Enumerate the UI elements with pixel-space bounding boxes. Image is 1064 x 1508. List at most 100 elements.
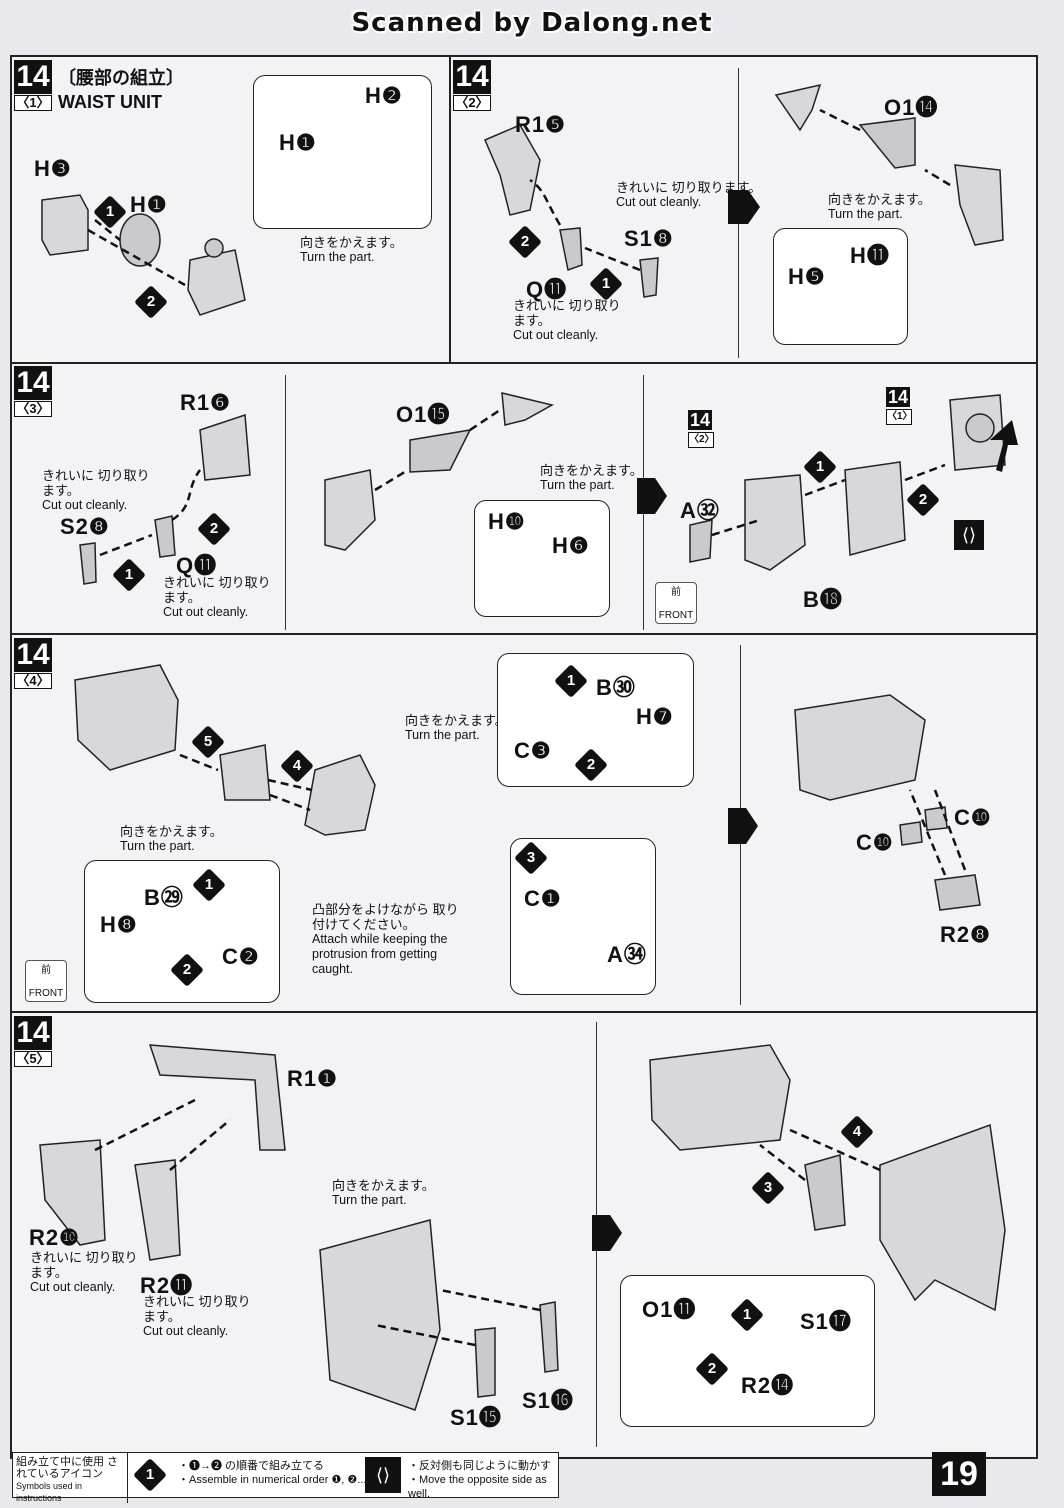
step-marker-1: 1 <box>112 558 146 592</box>
section-title-en: WAIST UNIT <box>58 92 162 112</box>
front-indicator: 前 FRONT <box>655 582 697 624</box>
step-marker-1: 1 <box>554 664 588 698</box>
row-divider <box>10 362 1036 364</box>
part-label: H❽ <box>100 912 138 937</box>
step-number: 14 <box>453 60 491 94</box>
part-label: R2❿ <box>29 1225 80 1250</box>
cut-note: きれいに 切り取ります。 Cut out cleanly. <box>513 298 621 342</box>
part-label: Q⓫ <box>526 277 568 302</box>
turn-note: 向きをかえます。 Turn the part. <box>332 1178 435 1207</box>
step-number: 14 <box>14 366 52 400</box>
part-label: B⓲ <box>803 587 843 612</box>
part-label: H❺ <box>788 264 826 289</box>
step-number: 14 <box>14 1016 52 1050</box>
legend-title: 組み立て中に使用 されているアイコン Symbols used in instr… <box>13 1453 128 1503</box>
part-label: H⓫ <box>850 243 890 268</box>
detail-callout <box>474 500 610 617</box>
part-label: S2❽ <box>60 514 110 539</box>
turn-note: 向きをかえます。 Turn the part. <box>300 235 403 264</box>
reference-step: 14 <box>688 410 712 430</box>
reference-step: 14 <box>886 387 910 407</box>
detail-callout <box>773 228 908 345</box>
panel-divider <box>449 56 451 363</box>
step-marker-3: 3 <box>514 841 548 875</box>
part-label: H❻ <box>552 533 590 558</box>
front-indicator: 前 FRONT <box>25 960 67 1002</box>
part-label: C❷ <box>222 944 260 969</box>
step-marker-2: 2 <box>134 285 168 319</box>
turn-note: 向きをかえます。 Turn the part. <box>540 463 643 492</box>
mirror-icon: ⟨⟩ <box>954 520 984 550</box>
part-label: C❿ <box>856 830 894 855</box>
part-label: H❶ <box>279 130 317 155</box>
substep-label: 〈5〉 <box>14 1051 52 1067</box>
sub-divider <box>285 375 286 630</box>
part-label: S1⓱ <box>800 1309 852 1334</box>
order-icon: 1 <box>133 1458 167 1492</box>
part-label: S1❽ <box>624 226 674 251</box>
substep-label: 〈2〉 <box>453 95 491 111</box>
part-label: O1⓮ <box>884 95 939 120</box>
reference-substep: 〈1〉 <box>886 409 913 425</box>
step-marker-4: 4 <box>280 749 314 783</box>
part-label: H❿ <box>488 509 526 534</box>
part-label: Q⓫ <box>176 553 218 578</box>
turn-note: 向きをかえます。 Turn the part. <box>828 192 931 221</box>
substep-label: 〈4〉 <box>14 673 52 689</box>
part-label: H❶ <box>130 192 168 217</box>
step-marker-1: 1 <box>192 868 226 902</box>
part-label: O1⓫ <box>642 1297 697 1322</box>
part-label: B㉙ <box>144 885 184 910</box>
detail-callout <box>253 75 432 229</box>
row-divider <box>10 1011 1036 1013</box>
step-marker-2: 2 <box>170 953 204 987</box>
page-number: 19 <box>932 1452 986 1496</box>
part-label: B㉚ <box>596 675 636 700</box>
watermark-text: Scanned by Dalong.net <box>351 8 713 38</box>
part-label: R2⓮ <box>741 1373 795 1398</box>
part-label: S1⓰ <box>522 1388 574 1413</box>
cut-note: きれいに 切り取ります。 Cut out cleanly. <box>30 1250 138 1294</box>
step-number: 14 <box>14 638 52 672</box>
part-label: R1❶ <box>287 1066 338 1091</box>
part-label: R2⓫ <box>140 1273 194 1298</box>
part-label: H❸ <box>34 156 72 181</box>
row-divider <box>10 633 1036 635</box>
step-marker-2: 2 <box>197 512 231 546</box>
step-marker-5: 5 <box>191 725 225 759</box>
order-description: ・❶→❷ の順番で組み立てる ・Assemble in numerical or… <box>178 1460 367 1486</box>
part-label: S1⓯ <box>450 1405 502 1430</box>
substep-label: 〈1〉 <box>14 95 52 111</box>
attach-note: 凸部分をよけながら 取り付けてください。 Attach while keepin… <box>312 902 459 976</box>
step-marker-2: 2 <box>508 225 542 259</box>
section-title-jp: 〔腰部の組立〕 <box>58 68 184 88</box>
mirror-description: ・反対側も同じように動かす ・Move the opposite side as… <box>408 1460 551 1500</box>
skirt-part-illustrations <box>484 83 1004 323</box>
step-marker-2: 2 <box>574 748 608 782</box>
part-label: H❷ <box>365 83 403 108</box>
step-marker-4: 4 <box>840 1115 874 1149</box>
step-marker-1: 1 <box>803 450 837 484</box>
part-label: O1⓯ <box>396 402 451 427</box>
step-marker-1: 1 <box>589 267 623 301</box>
cut-note: きれいに 切り取ります。 Cut out cleanly. <box>42 468 150 512</box>
part-label: A㉜ <box>680 498 720 523</box>
part-label: R1❺ <box>515 112 566 137</box>
part-label: R1❻ <box>180 390 231 415</box>
step-marker-2: 2 <box>906 483 940 517</box>
substep-label: 〈3〉 <box>14 401 52 417</box>
step-marker-1: 1 <box>730 1298 764 1332</box>
turn-note: 向きをかえます。 Turn the part. <box>405 713 508 742</box>
reference-substep: 〈2〉 <box>688 432 715 448</box>
step-marker-3: 3 <box>751 1171 785 1205</box>
part-label: A㉞ <box>607 942 647 967</box>
step-marker-1: 1 <box>93 195 127 229</box>
part-label: C❿ <box>954 805 992 830</box>
part-label: H❼ <box>636 704 674 729</box>
cut-note: きれいに 切り取ります。 Cut out cleanly. <box>143 1294 251 1338</box>
cut-note: きれいに 切り取ります。 Cut out cleanly. <box>163 575 271 619</box>
icon-legend: 組み立て中に使用 されているアイコン Symbols used in instr… <box>12 1452 559 1503</box>
part-label: C❶ <box>524 886 562 911</box>
part-label: R2❽ <box>940 922 991 947</box>
step-marker-2: 2 <box>695 1352 729 1386</box>
